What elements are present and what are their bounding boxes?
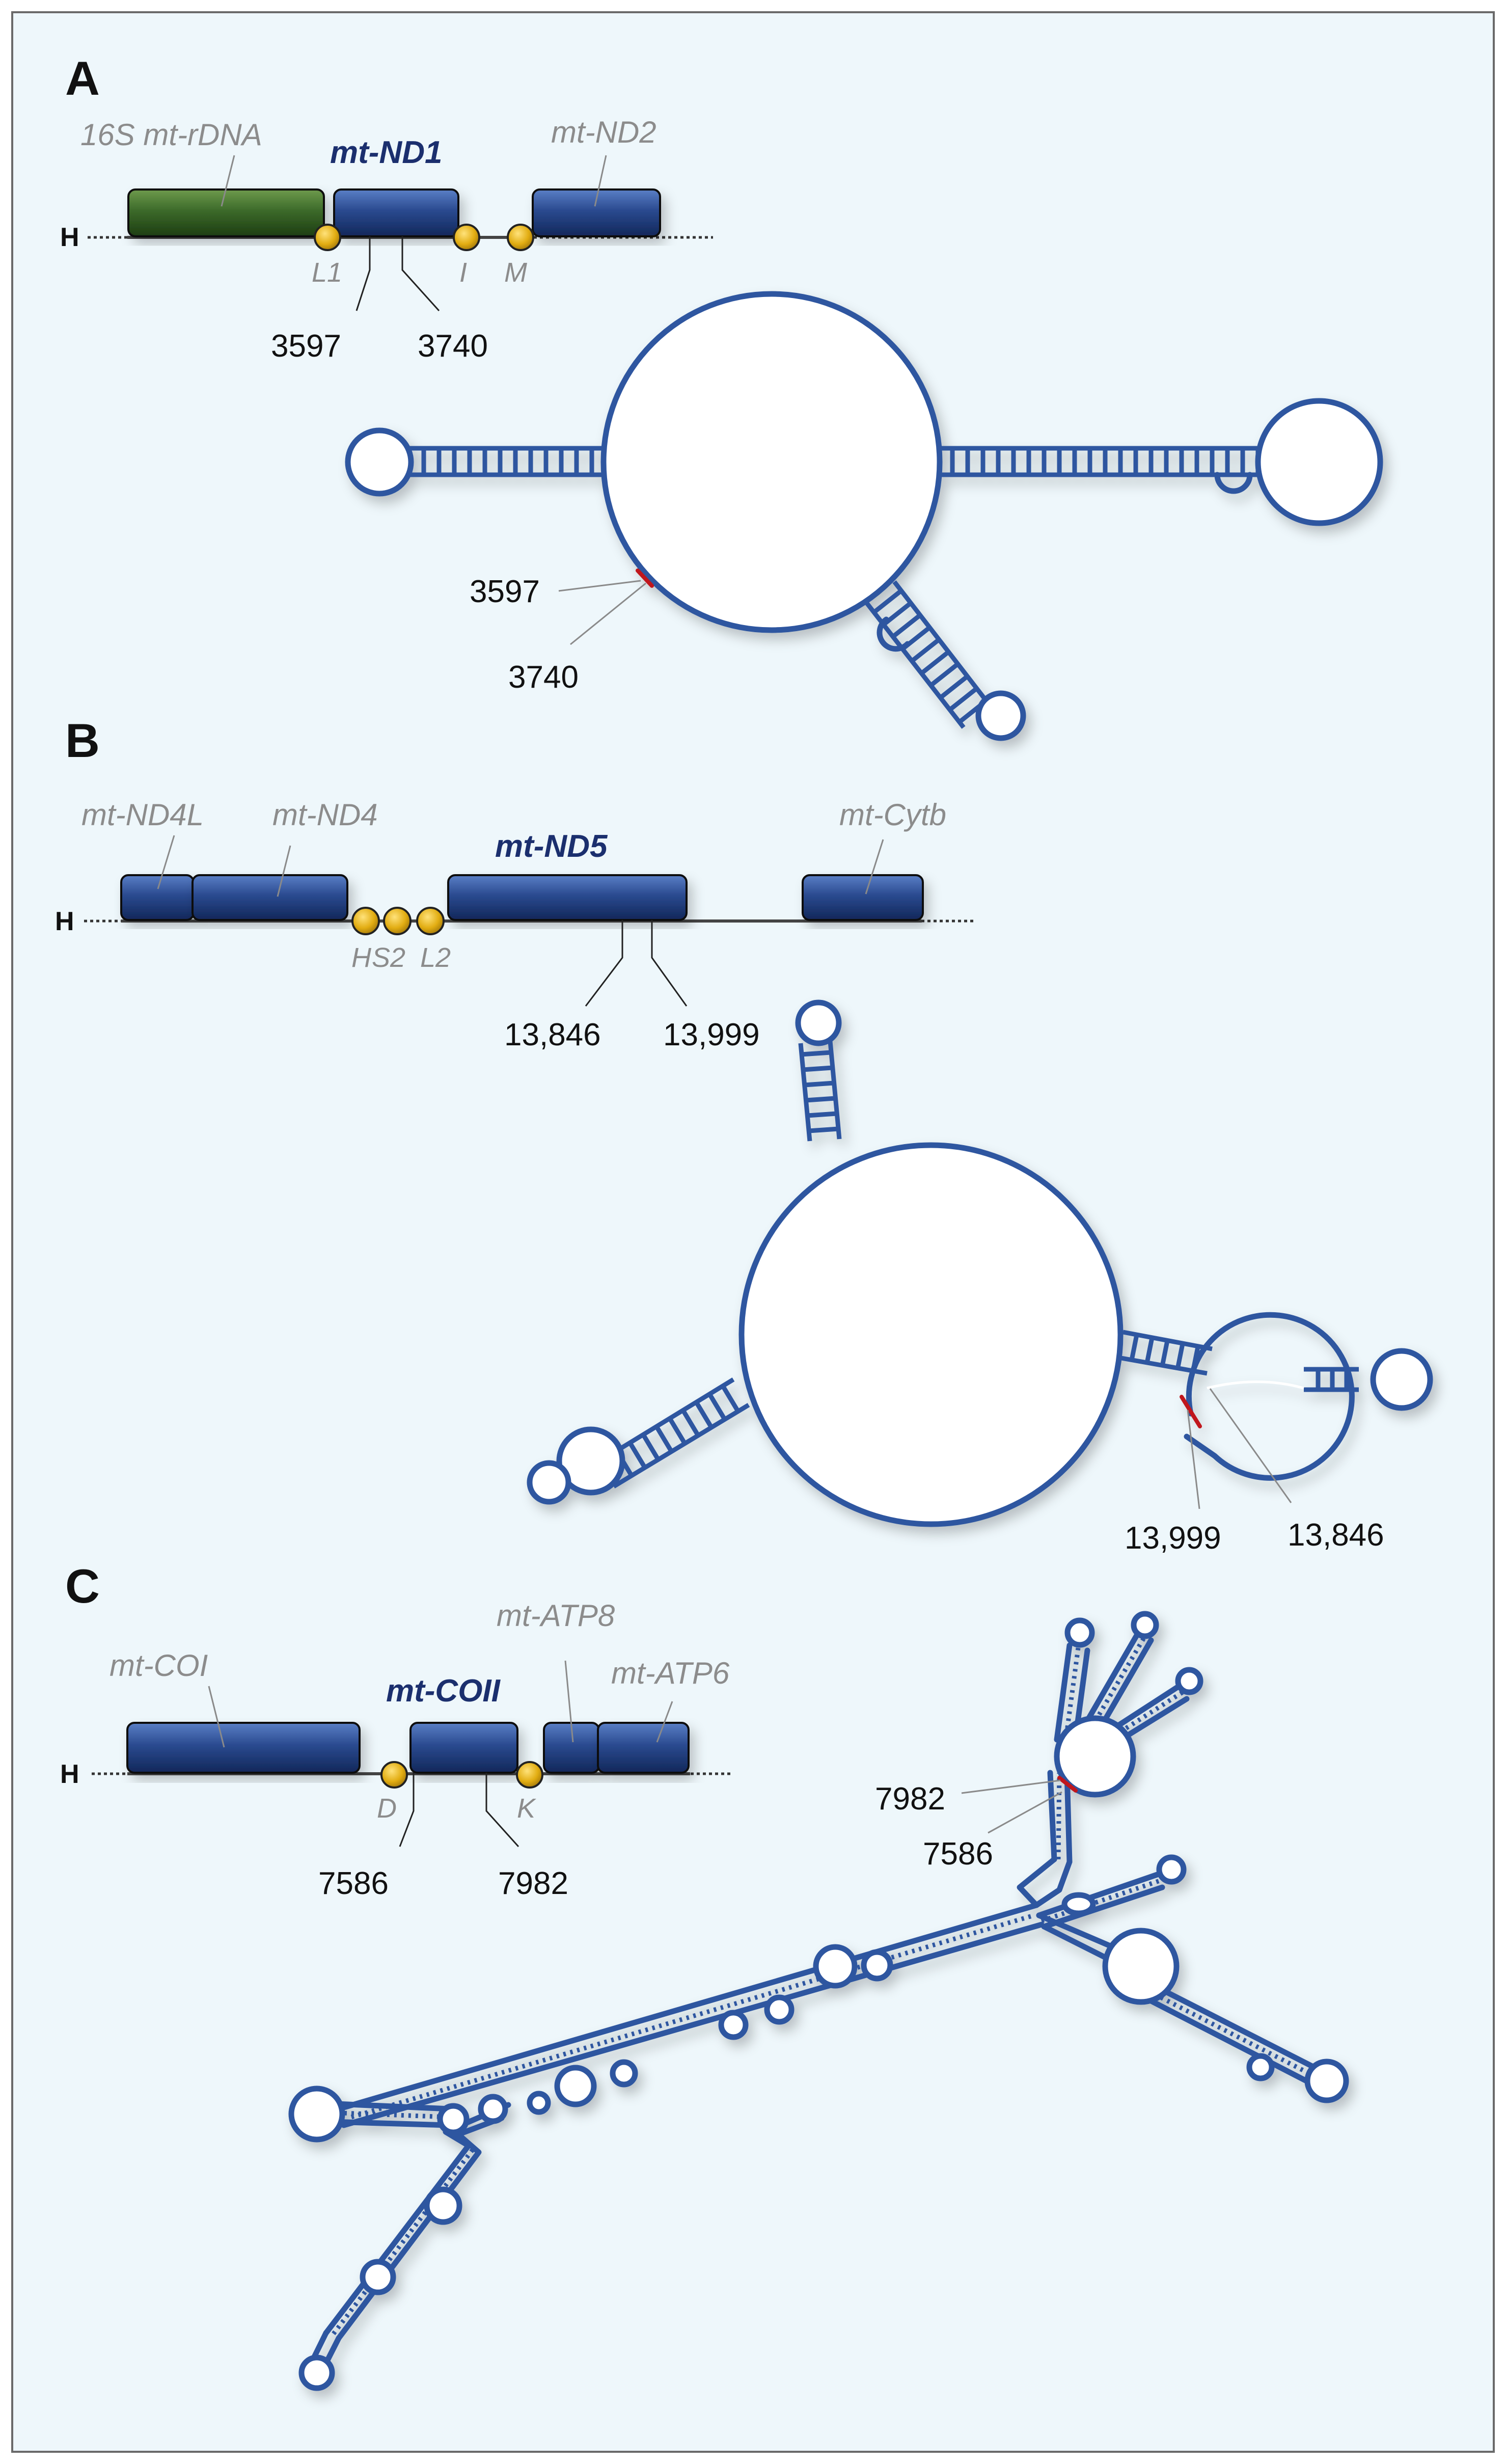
panel-a-rna-structure: [345, 291, 1383, 741]
gene-mt-nd4: [191, 874, 348, 921]
trna-label-k: K: [517, 1793, 536, 1824]
gene-mt-coii: [409, 1722, 518, 1774]
trna-label-m: M: [504, 257, 527, 288]
panel-b-rna-structure: [527, 999, 1433, 1527]
panel-c-rna-structure: [288, 1611, 1349, 2391]
gene-mt-nd2: [532, 188, 661, 237]
structure-coord-7586: 7586: [923, 1836, 993, 1872]
gene-label-mt-nd5: mt-ND5: [495, 829, 608, 864]
panel-c-letter: C: [65, 1559, 100, 1613]
gene-label-mt-atp8: mt-ATP8: [497, 1599, 615, 1633]
map-coord-13846: 13,846: [504, 1017, 601, 1052]
panel-c-strand-label: H: [60, 1759, 79, 1789]
structure-coord-13846: 13,846: [1288, 1518, 1384, 1553]
gene-16s-rdna: [127, 188, 325, 237]
panel-b-cut-mark: [1180, 1395, 1202, 1428]
structure-coord-3597: 3597: [470, 574, 540, 609]
trna-l1: [314, 224, 341, 251]
gene-label-mt-nd1: mt-ND1: [330, 135, 442, 170]
trna-k: [516, 1761, 543, 1789]
trna-label-l1: L1: [312, 257, 342, 288]
trna-label-d: D: [377, 1793, 397, 1824]
panel-b-strand-label: H: [55, 907, 74, 936]
map-coord-7586: 7586: [318, 1866, 389, 1901]
trna-l2: [416, 907, 445, 935]
gene-mt-atp6: [597, 1722, 690, 1774]
trna-label-l2: L2: [420, 942, 451, 973]
trna-h: [351, 907, 380, 935]
gene-label-mt-coi: mt-COI: [109, 1648, 208, 1683]
trna-i: [453, 224, 480, 251]
gene-mt-cytb: [802, 874, 924, 921]
gene-mt-nd5: [447, 874, 688, 921]
panel-c: C H mt-COI mt-COII mt-ATP8 mt-ATP6 D K 7…: [60, 1559, 1349, 2391]
gene-label-mt-coii: mt-COII: [386, 1673, 501, 1709]
structure-coord-3740: 3740: [508, 660, 579, 695]
trna-label-s2: S2: [372, 942, 405, 973]
gene-label-mt-nd2: mt-ND2: [551, 115, 656, 149]
panel-b: B H mt-ND4L mt-ND4 mt-ND5 mt-Cytb H S2 L…: [55, 714, 1433, 1556]
gene-mt-nd4l: [120, 874, 195, 921]
structure-coord-13999: 13,999: [1125, 1521, 1221, 1556]
gene-label-mt-nd4: mt-ND4: [272, 798, 378, 832]
panel-a: A H 16S mt-rDNA mt-ND1 mt-ND2 L1 I M 359…: [60, 51, 1383, 741]
trna-d: [380, 1761, 408, 1789]
map-coord-3740: 3740: [418, 329, 488, 364]
trna-s2: [383, 907, 412, 935]
trna-label-i: I: [459, 257, 467, 288]
panel-a-strand-label: H: [60, 223, 79, 252]
gene-label-mt-nd4l: mt-ND4L: [81, 798, 204, 832]
gene-mt-nd1: [333, 188, 459, 237]
panel-b-letter: B: [65, 714, 100, 767]
panel-c-cut-mark: [1057, 1776, 1078, 1793]
trna-label-h: H: [351, 942, 372, 973]
map-coord-13999: 13,999: [663, 1017, 760, 1052]
panel-a-letter: A: [65, 51, 100, 105]
trna-m: [507, 224, 534, 251]
gene-label-16s-rdna: 16S mt-rDNA: [80, 118, 262, 152]
map-coord-3597: 3597: [271, 329, 341, 364]
gene-label-mt-atp6: mt-ATP6: [611, 1656, 730, 1690]
gene-label-mt-cytb: mt-Cytb: [839, 798, 946, 832]
panel-a-cut-mark: [636, 568, 654, 588]
gene-mt-coi: [126, 1722, 361, 1774]
structure-coord-7982: 7982: [875, 1781, 945, 1817]
map-coord-7982: 7982: [498, 1866, 568, 1901]
